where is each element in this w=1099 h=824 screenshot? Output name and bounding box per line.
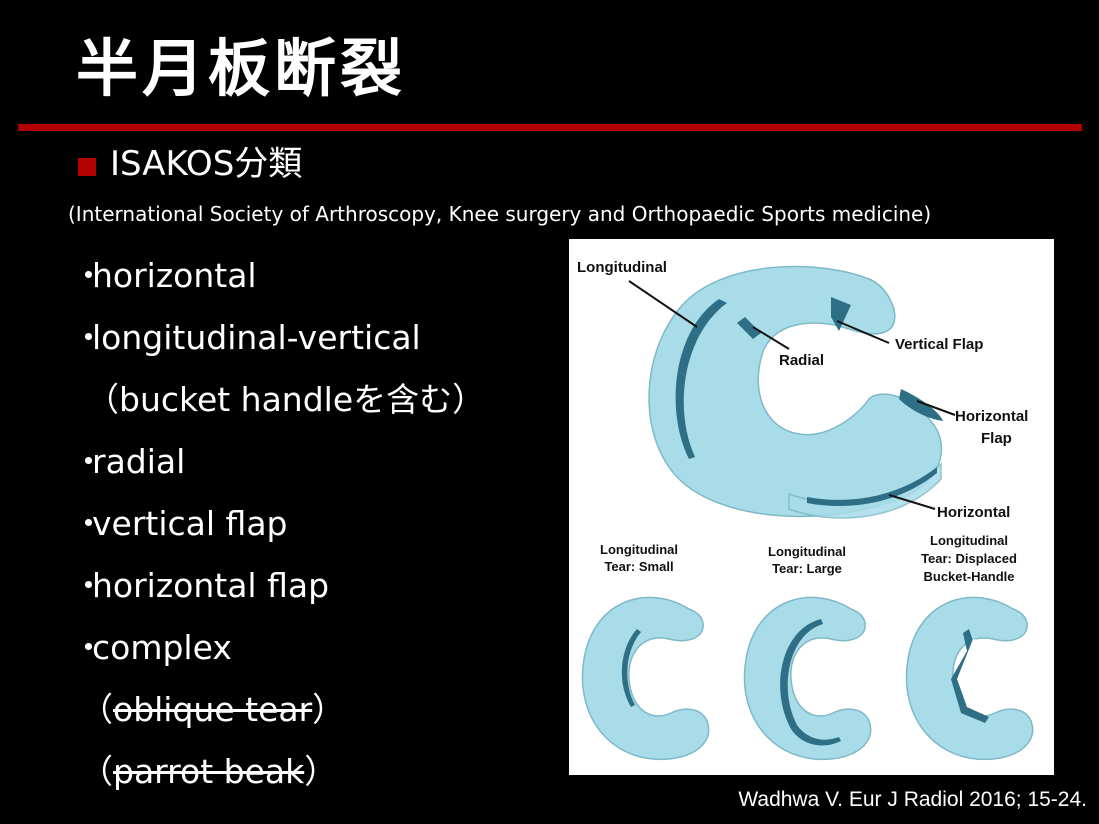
subtitle-expansion: (International Society of Arthroscopy, K… bbox=[68, 202, 932, 226]
caption-small-line2: Tear: Small bbox=[604, 559, 673, 574]
leader-horizontal bbox=[888, 494, 936, 510]
leader-longitudinal bbox=[628, 280, 698, 328]
meniscus-illustration: Longitudinal Radial Vertical Flap Horizo… bbox=[577, 259, 1034, 761]
meniscus-bucket-handle-tear bbox=[905, 596, 1034, 761]
meniscus-tear-figure: Longitudinal Radial Vertical Flap Horizo… bbox=[569, 239, 1054, 775]
label-horizontal: Horizontal bbox=[937, 504, 1010, 521]
bullet-marker: ・ bbox=[72, 566, 105, 605]
list-item-bucket-handle-note: （bucket handleを含む） bbox=[86, 380, 486, 419]
horizontal-tear bbox=[807, 467, 937, 507]
label-longitudinal: Longitudinal bbox=[577, 259, 667, 276]
label-horizontal-flap-line2: Flap bbox=[981, 430, 1012, 447]
leader-horizontal-flap bbox=[916, 400, 956, 416]
bullet-marker: ・ bbox=[72, 628, 105, 667]
subtitle: ISAKOS分類 bbox=[110, 144, 303, 184]
caption-bucket-line1: Longitudinal bbox=[930, 533, 1008, 548]
list-item-longitudinal-vertical: ・longitudinal-vertical bbox=[72, 307, 485, 369]
leader-vertical-flap bbox=[836, 320, 890, 344]
leader-radial bbox=[752, 326, 790, 350]
vertical-flap-tear bbox=[831, 297, 851, 331]
label-horizontal-flap-line1: Horizontal bbox=[955, 408, 1028, 425]
list-item-oblique-tear: （oblique tear） bbox=[80, 690, 346, 729]
citation: Wadhwa V. Eur J Radiol 2016; 15-24. bbox=[738, 788, 1087, 811]
list-item-horizontal-flap: ・horizontal flap bbox=[72, 555, 485, 617]
bullet-marker: ・ bbox=[72, 442, 105, 481]
bullet-marker: ・ bbox=[72, 318, 105, 357]
bullet-marker: ・ bbox=[72, 504, 105, 543]
list-item-complex: ・complex bbox=[72, 617, 485, 679]
label-radial: Radial bbox=[779, 352, 824, 369]
meniscus-small-tear bbox=[581, 596, 710, 761]
slide-title: 半月板断裂 bbox=[76, 32, 407, 105]
meniscus-large-tear bbox=[743, 596, 872, 761]
bullet-square-icon bbox=[78, 158, 96, 176]
tear-type-list: ・horizontal ・longitudinal-vertical （buck… bbox=[72, 245, 485, 803]
list-item-horizontal: ・horizontal bbox=[72, 245, 485, 307]
caption-small-line1: Longitudinal bbox=[600, 542, 678, 557]
list-item-parrot-beak: （parrot beak） bbox=[80, 752, 338, 791]
caption-large-line1: Longitudinal bbox=[768, 544, 846, 559]
radial-tear bbox=[737, 317, 761, 339]
caption-large-line2: Tear: Large bbox=[772, 561, 842, 576]
list-item-radial: ・radial bbox=[72, 431, 485, 493]
bullet-marker: ・ bbox=[72, 256, 105, 295]
label-vertical-flap: Vertical Flap bbox=[895, 336, 983, 353]
caption-bucket-line3: Bucket-Handle bbox=[923, 569, 1014, 584]
meniscus-large-shape bbox=[648, 265, 943, 518]
list-item-vertical-flap: ・vertical flap bbox=[72, 493, 485, 555]
horizontal-flap-tear bbox=[899, 389, 943, 421]
caption-bucket-line2: Tear: Displaced bbox=[921, 551, 1017, 566]
title-rule bbox=[18, 124, 1082, 131]
longitudinal-tear bbox=[675, 299, 727, 459]
